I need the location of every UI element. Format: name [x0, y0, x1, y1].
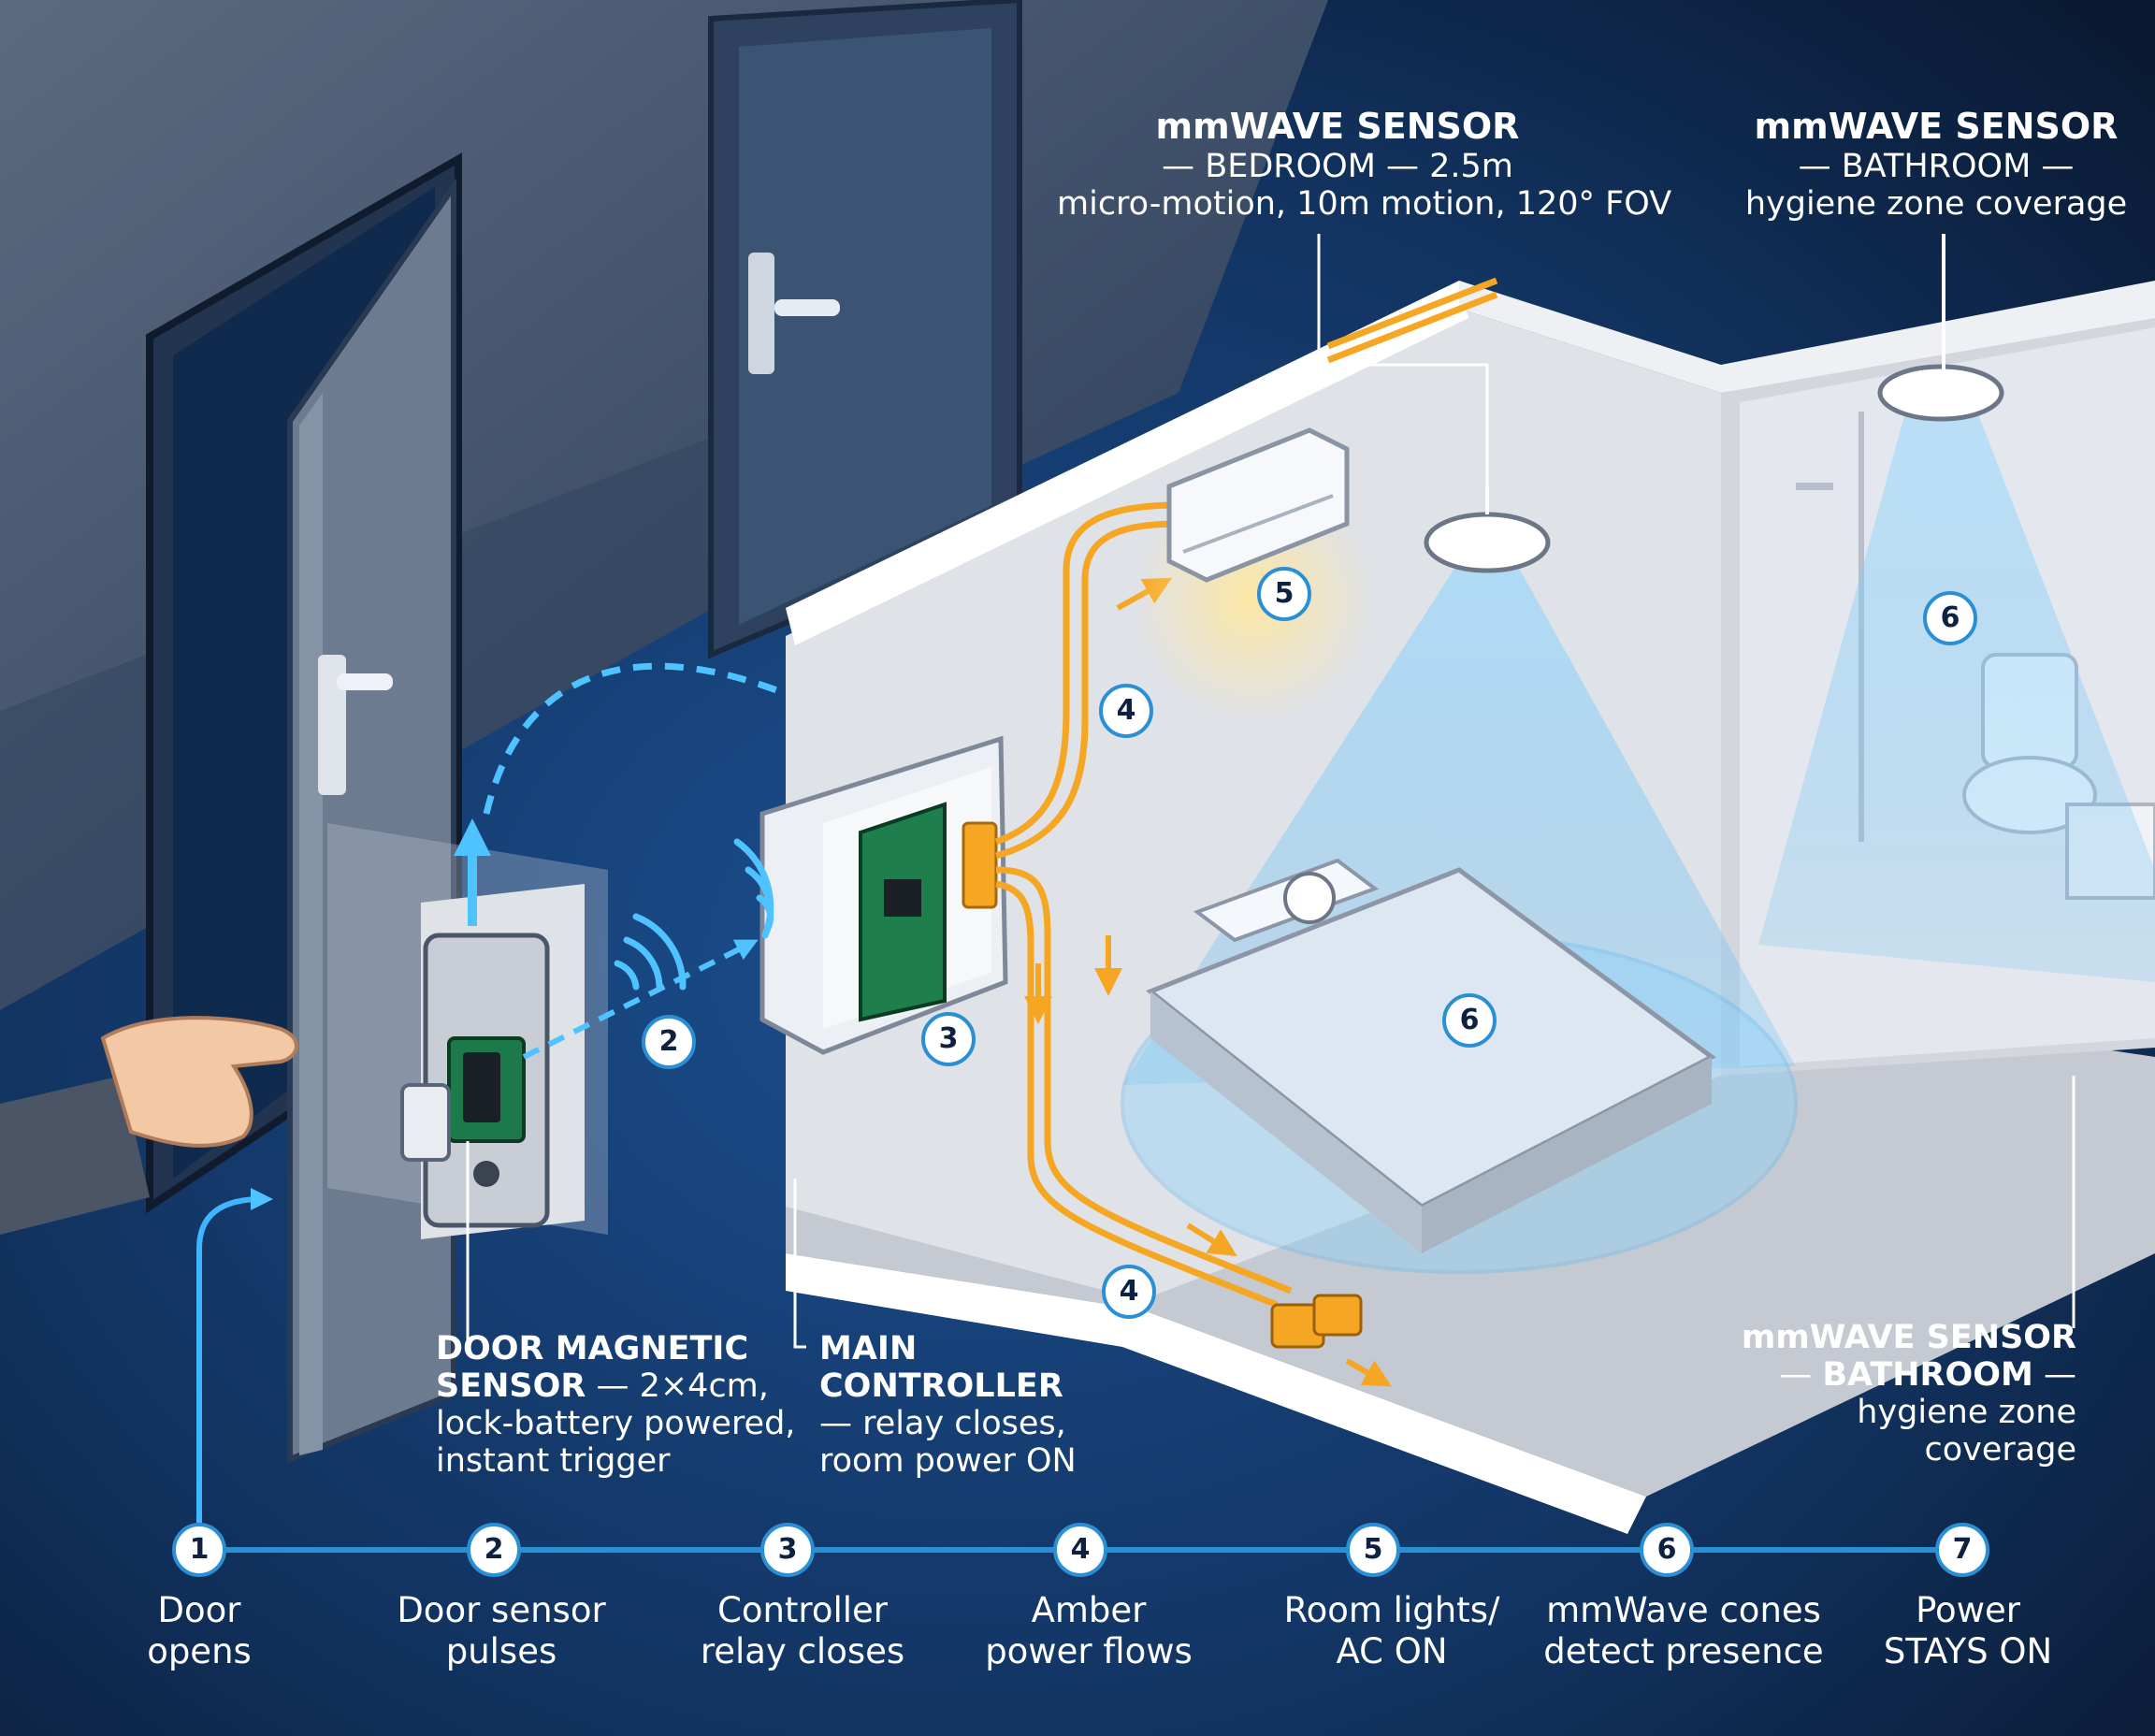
timeline-step-6-line2: detect presence [1543, 1631, 1824, 1671]
door-to-controller-arc [483, 662, 817, 815]
timeline-step-4-number: 4 [1053, 1523, 1107, 1577]
bedroom-sensor-line2: micro-motion, 10m motion, 120° FOV [1057, 185, 1672, 223]
timeline-step-7-line1: Power [1916, 1590, 2020, 1630]
timeline-step-7-line2: STAYS ON [1883, 1631, 2053, 1671]
sensor-to-controller-arrow [522, 939, 759, 1060]
power-wires [994, 277, 1498, 1309]
timeline-step-3-line1: Controller [716, 1590, 888, 1630]
bedroom-sensor-title: mmWAVE SENSOR [1155, 106, 1520, 147]
door-sensor-label: DOOR MAGNETIC SENSOR — 2×4cm, lock-batte… [436, 1330, 796, 1480]
timeline-step-5-number: 5 [1346, 1523, 1400, 1577]
timeline-step-2-line1: Door sensor [397, 1590, 606, 1630]
door-lock-with-sensor [400, 884, 585, 1239]
bathroom-sensor-side-line2: hygiene zone [1857, 1394, 2076, 1431]
room-door [146, 152, 608, 1464]
bathroom-sensor-side-line1: — BATHROOM — [1779, 1356, 2076, 1394]
marker-bath-cone: 6 [1923, 591, 1977, 645]
controller-line1: — relay closes, [819, 1405, 1066, 1442]
ac-unit [1132, 427, 1375, 720]
timeline-step-5-line2: AC ON [1336, 1631, 1448, 1671]
door-sensor-line2: instant trigger [436, 1442, 671, 1480]
bed [1146, 858, 1716, 1253]
power-flow-arrows [1024, 577, 1393, 1387]
timeline-step-6-number: 6 [1640, 1523, 1694, 1577]
bathroom-sensor-side-label: mmWAVE SENSOR — BATHROOM — hygiene zone … [1721, 1319, 2076, 1468]
bathroom-sensor-top-line1: — BATHROOM — [1798, 148, 2075, 185]
timeline-step-7-number: 7 [1935, 1523, 1989, 1577]
bedroom-sensor-line1: — BEDROOM — 2.5m [1162, 148, 1513, 185]
door-sensor-title: DOOR MAGNETIC [436, 1330, 749, 1367]
bathroom-sensor-side-line3: coverage [1924, 1431, 2077, 1468]
hand-illustration [0, 1016, 298, 1235]
timeline-step-1-number: 1 [172, 1523, 226, 1577]
timeline-step-4-line2: power flows [985, 1631, 1193, 1671]
timeline-step-5-caption: Room lights/AC ON [1251, 1590, 1532, 1672]
main-controller-box [733, 735, 1008, 1055]
timeline-step-3-number: 3 [760, 1523, 815, 1577]
bathroom-sensor-cone [1758, 234, 2155, 982]
timeline-step-6-line1: mmWave cones [1546, 1590, 1821, 1630]
corridor-door [708, 0, 1022, 659]
bathroom-sensor-top-line2: hygiene zone coverage [1744, 185, 2128, 223]
room-floor-edge [786, 1253, 1646, 1534]
timeline-step-1-line2: opens [147, 1631, 252, 1671]
timeline-step-1-line1: Door [157, 1590, 241, 1630]
timeline-step-2-number: 2 [467, 1523, 521, 1577]
bathroom-sensor-side-title: mmWAVE SENSOR [1741, 1319, 2076, 1356]
door-sensor-line1: lock-battery powered, [436, 1405, 796, 1442]
marker-power-upper: 4 [1099, 684, 1153, 738]
bathroom-wall [1721, 281, 2155, 393]
bathroom-sensor-top-title: mmWAVE SENSOR [1754, 106, 2119, 147]
terminal-block [1270, 1294, 1363, 1349]
marker-ac-unit: 5 [1257, 567, 1311, 621]
bedroom-sensor-label: mmWAVE SENSOR — BEDROOM — 2.5m micro-mot… [1057, 105, 1672, 223]
timeline-step-2-line2: pulses [445, 1631, 557, 1671]
controller-title2: CONTROLLER [819, 1367, 1063, 1405]
timeline-step-5-line1: Room lights/ [1283, 1590, 1500, 1630]
room-cut-edge [786, 281, 1468, 645]
bathroom-sensor-top-label: mmWAVE SENSOR — BATHROOM — hygiene zone … [1740, 105, 2133, 223]
marker-bed-cone: 6 [1442, 993, 1497, 1048]
controller-line2: room power ON [819, 1442, 1077, 1480]
door-sensor-title2: SENSOR — 2×4cm, [436, 1367, 769, 1405]
timeline-door-link [196, 1188, 273, 1523]
controller-title: MAIN [819, 1330, 918, 1367]
marker-controller: 3 [921, 1012, 976, 1066]
timeline-step-4-line1: Amber [1031, 1590, 1147, 1630]
marker-power-lower: 4 [1102, 1265, 1156, 1319]
marker-wifi-signal: 2 [642, 1015, 696, 1069]
timeline-step-3-line2: relay closes [700, 1631, 905, 1671]
leader-lines [466, 234, 2075, 1349]
controller-label: MAIN CONTROLLER — relay closes, room pow… [819, 1330, 1137, 1480]
